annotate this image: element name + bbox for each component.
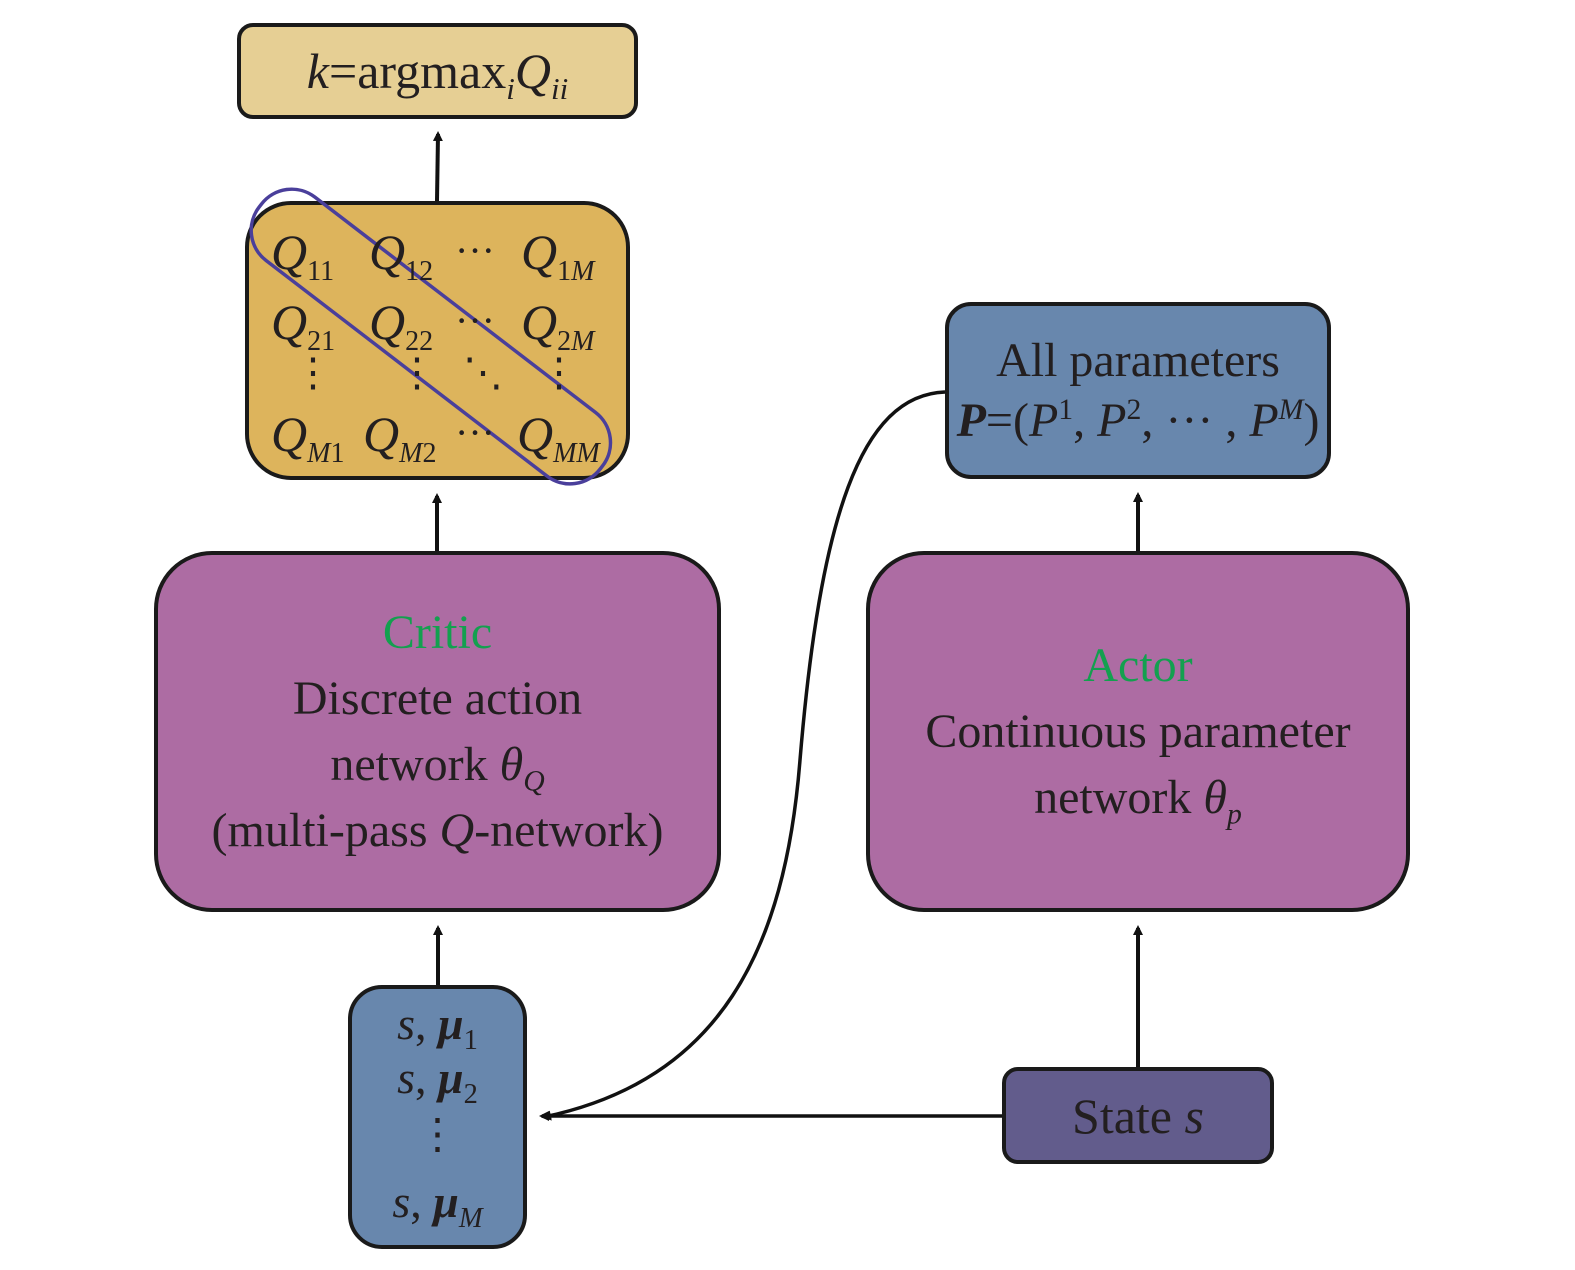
input-row-2: s, μ2 bbox=[397, 1052, 478, 1111]
hdots-row2: ··· bbox=[455, 298, 495, 343]
q-cell-21: Q21 bbox=[271, 294, 336, 357]
diagonal-highlight bbox=[249, 187, 613, 486]
state-label: State s bbox=[1072, 1087, 1204, 1144]
ddots: ⋱ bbox=[463, 350, 503, 395]
vdots-col4: ⋮ bbox=[539, 350, 579, 395]
actor-line2: network θp bbox=[1034, 770, 1242, 831]
arrow-qmatrix-to-argmax bbox=[432, 131, 443, 202]
actor-line1: Continuous parameter bbox=[925, 704, 1351, 758]
q-cell-MM: QMM bbox=[517, 406, 600, 469]
actor-title: Actor bbox=[1083, 638, 1193, 692]
k-var: k bbox=[306, 43, 329, 99]
q-cell-22: Q22 bbox=[369, 294, 434, 357]
argmax-formula: k=argmaxiQii bbox=[306, 42, 568, 104]
hdots-row4: ··· bbox=[455, 410, 495, 455]
actor-network-box: Actor Continuous parameter network θp bbox=[866, 551, 1410, 912]
q-cell-1M: Q1M bbox=[521, 224, 595, 287]
vdots-col1: ⋮ bbox=[293, 350, 333, 395]
input-row-M: s, μM bbox=[392, 1176, 483, 1235]
critic-title: Critic bbox=[382, 605, 493, 659]
input-row-1: s, μ1 bbox=[397, 998, 478, 1057]
all-parameters-box: All parameters P=(P1, P2, ··· , PM) bbox=[945, 302, 1331, 479]
input-vdots: ⋮ bbox=[416, 1112, 459, 1158]
state-box: State s bbox=[1002, 1067, 1274, 1164]
critic-line1: Discrete action bbox=[292, 671, 583, 725]
critic-line3: (multi-pass Q-network) bbox=[211, 803, 664, 857]
q-cell-12: Q12 bbox=[369, 224, 434, 287]
q-subscript: ii bbox=[550, 71, 569, 106]
q-matrix-box: Q11 Q12 ··· Q1M Q21 Q22 ··· Q2M ⋮ ⋮ ⋱ ⋮ … bbox=[245, 187, 630, 486]
hdots-row1: ··· bbox=[455, 228, 495, 273]
argmax-output-box: k=argmaxiQii bbox=[237, 23, 638, 119]
params-formula: P=(P1, P2, ··· , PM) bbox=[956, 392, 1320, 447]
q-cell-M2: QM2 bbox=[363, 406, 437, 469]
q-cell-11: Q11 bbox=[271, 224, 335, 287]
vdots-col2: ⋮ bbox=[397, 350, 437, 395]
state-action-input-box: s, μ1 s, μ2 ⋮ s, μM bbox=[348, 985, 527, 1249]
argmax-text: =argmax bbox=[329, 43, 507, 99]
argmax-subscript: i bbox=[506, 71, 515, 106]
critic-line2: network θQ bbox=[330, 737, 545, 798]
params-title: All parameters bbox=[996, 333, 1280, 387]
q-cell-M1: QM1 bbox=[271, 406, 345, 469]
q-symbol: Q bbox=[514, 43, 551, 99]
q-cell-2M: Q2M bbox=[521, 294, 595, 357]
critic-network-box: Critic Discrete action network θQ (multi… bbox=[154, 551, 721, 912]
